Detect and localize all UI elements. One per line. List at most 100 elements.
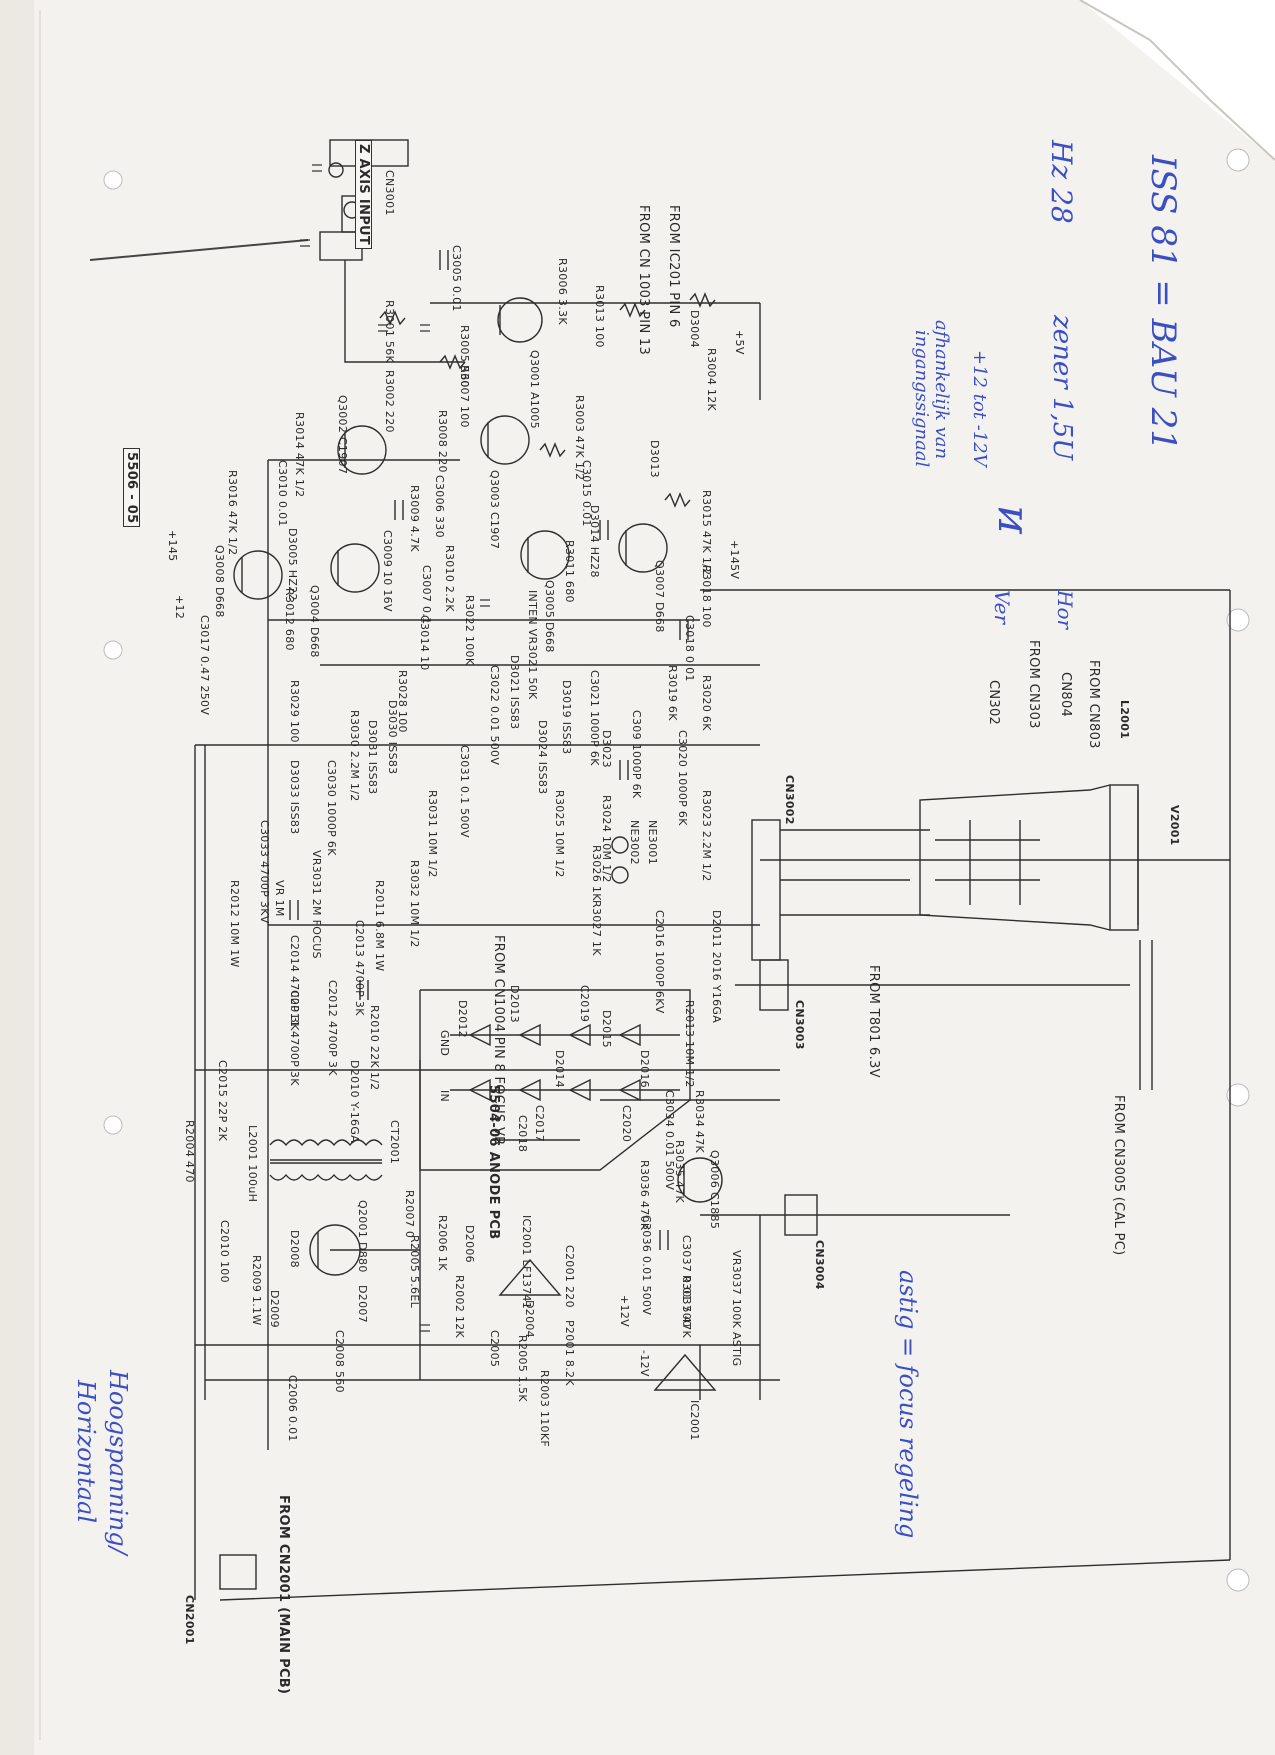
cn804: CN804 [1058, 672, 1073, 718]
from-cn3005: FROM CN3005 (CAL PC) [1111, 1095, 1126, 1256]
component-label: CT2001 [388, 1120, 401, 1165]
punch-hole [103, 170, 123, 190]
component-label: IC2001 [688, 1400, 701, 1441]
from-cn2001-line: FROM [276, 1495, 291, 1540]
component-label: D3013 [648, 440, 661, 478]
component-label: R2012 10M 1W [228, 880, 241, 968]
component-label: C2010 100 [218, 1220, 231, 1283]
component-label: +145 [166, 530, 179, 562]
component-label: D2011 2016 Y16GA [710, 910, 723, 1024]
component-label: C2015 22P 2K [216, 1060, 229, 1142]
component-label: VR3037 100K ASTIG [730, 1250, 743, 1367]
component-label: D3023 [600, 730, 613, 768]
component-label: R3002 220 [383, 370, 396, 433]
from-cn-line: CN 1003 [636, 248, 651, 307]
component-label: C3017 0.47 250V [198, 615, 211, 716]
component-label: R2009 1.1W [250, 1255, 263, 1326]
component-label: Q3001 A1005 [528, 350, 541, 429]
component-label: C3021 1000P 6K [588, 670, 601, 766]
component-label: R3026 1K [590, 845, 603, 901]
component-label: C2019 [578, 985, 591, 1023]
component-label: C2013 4700P 3K [353, 920, 366, 1016]
from-t801-line: 6.3V [866, 1047, 881, 1078]
component-label: C3018 0.01 [683, 615, 696, 682]
component-label: C2008 560 [333, 1330, 346, 1393]
connector-label: CN2001 [183, 1595, 196, 1645]
component-label: D2009 [268, 1290, 281, 1328]
component-label: C2006 0.01 [286, 1375, 299, 1442]
handwritten-note: Hz 28 [1045, 140, 1078, 224]
handwritten-note: Hoogspanning/ [104, 1370, 132, 1555]
component-label: Q3004 D668 [308, 585, 321, 658]
component-label: C3020 1000P 6K [676, 730, 689, 826]
anode-pcb-line: 5504-06 [486, 1085, 501, 1147]
component-label: R3015 47K 1/2 [700, 490, 713, 576]
from-cn2001: FROM CN2001 (MAIN PCB) [276, 1495, 291, 1694]
cn302: CN302 [986, 680, 1001, 726]
component-label: IN [438, 1090, 451, 1103]
component-label: R3011 680 [563, 540, 576, 603]
handwritten-note: Hor [1053, 590, 1077, 630]
component-label: C3033 4700P 3KV [258, 820, 271, 924]
handwritten-note: zener 1,5U [1047, 315, 1077, 461]
component-label: C3031 0.1 500V [458, 745, 471, 838]
component-label: C2017 [533, 1105, 546, 1143]
component-label: Q2001 D880 [356, 1200, 369, 1273]
component-label: R3010 2.2K [443, 545, 456, 612]
connector-label: CN3004 [813, 1240, 826, 1290]
component-label: Q3003 C1907 [488, 470, 501, 550]
component-label: C3014 10 [418, 615, 431, 671]
supply-label: -12V [638, 1350, 651, 1377]
from-cn3005-line: CN3005 [1111, 1138, 1126, 1193]
from-t801-line: T801 [866, 1008, 881, 1043]
component-label: D2016 [638, 1050, 651, 1088]
component-label: Q3008 D668 [213, 545, 226, 618]
coil-label: L2001 [1118, 700, 1131, 740]
component-label: R3035 47K [673, 1140, 686, 1204]
from-ic-line: PIN 6 [666, 292, 681, 328]
punch-hole [1226, 608, 1250, 632]
component-label: C3006 330 [433, 475, 446, 538]
from-cn3005-line: FROM [1111, 1095, 1126, 1135]
crt-label: V2001 [1168, 805, 1181, 846]
from-cn-line: PIN 13 [636, 311, 651, 356]
component-label: R3016 47K 1/2 [226, 470, 239, 556]
component-label: R3020 6K [700, 675, 713, 731]
component-label: R3009 4.7K [408, 485, 421, 552]
component-label: D3024 ISS83 [536, 720, 549, 795]
punch-hole [1226, 1083, 1250, 1107]
component-label: C2011 4700P 3K [288, 990, 301, 1086]
component-label: D2012 [456, 1000, 469, 1038]
component-label: D3031 ISS83 [366, 720, 379, 795]
from-cn-label: FROM CN 1003 PIN 13 [636, 205, 651, 356]
component-label: D3033 ISS83 [288, 760, 301, 835]
component-label: R3012 680 [283, 588, 296, 651]
handwritten-note: ingangssignaal [911, 330, 932, 468]
component-label: D2014 [553, 1050, 566, 1088]
component-label: D2006 [463, 1225, 476, 1263]
component-label: R3007 100 [458, 365, 471, 428]
component-label: R3008 220 [436, 410, 449, 473]
component-label: R3001 56K [383, 300, 396, 364]
component-label: R3030 2.2M 1/2 [348, 710, 361, 802]
from-cn-line: FROM [636, 205, 651, 245]
component-label: C2012 4700P 3K [326, 980, 339, 1076]
component-label: C3030 1000P 6K [325, 760, 338, 856]
component-label: IC2001 LF13741 [520, 1215, 533, 1310]
component-label: R2011 6.8M 1W [373, 880, 386, 972]
punch-hole [103, 1115, 123, 1135]
component-label: C2018 [516, 1115, 529, 1153]
component-label: +145V [728, 540, 741, 580]
handwritten-note: Ver [990, 590, 1014, 625]
component-label: R3027 1K [590, 900, 603, 956]
component-label: R3029 100 [288, 680, 301, 743]
component-label: R3031 10M 1/2 [426, 790, 439, 878]
connector-label: CN3003 [793, 1000, 806, 1050]
component-label: C2020 [620, 1105, 633, 1143]
component-label: R2003 110KF [538, 1370, 551, 1447]
component-label: Q3005 D668 [543, 580, 556, 653]
component-label: D3014 HZ28 [588, 505, 601, 578]
component-label: VR3031 2M FOCUS [310, 850, 323, 959]
component-label: C3022 0.01 500V [488, 665, 501, 766]
component-label: R3019 6K [666, 665, 679, 721]
